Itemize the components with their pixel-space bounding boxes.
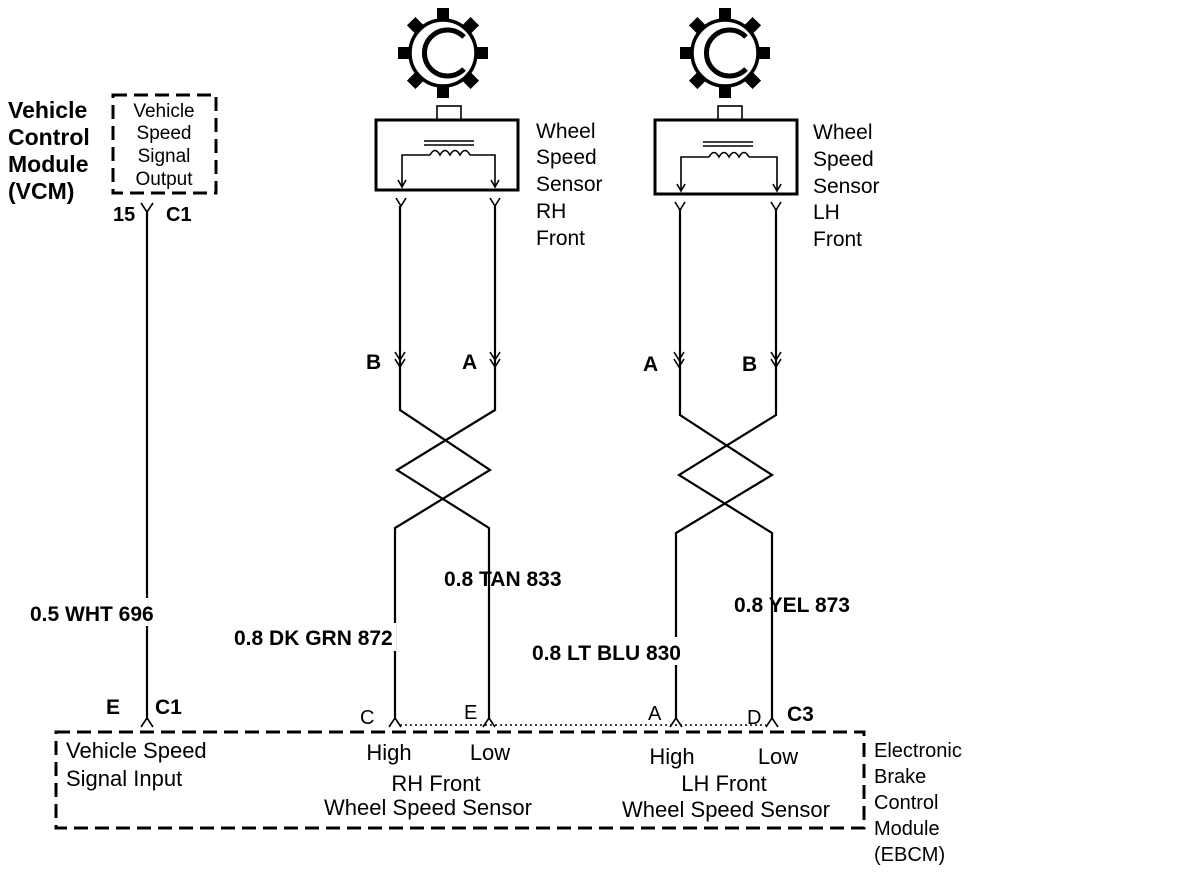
vcm-label-line-4: (VCM): [8, 178, 74, 204]
lh-sensor-label-4: LH: [813, 201, 840, 224]
wire-lh-low-873: [676, 210, 778, 718]
wire-rh-low-label: 0.8 TAN 833: [444, 568, 562, 591]
vcm-label-line-3: Module: [8, 151, 89, 177]
lh-sensor-label-5: Front: [813, 228, 862, 251]
ebcm-vss-input-line-1: Vehicle Speed: [66, 738, 207, 763]
rh-sensor-label-1: Wheel: [536, 120, 596, 143]
vcm-connector-id: C1: [166, 204, 192, 226]
vcm-label-line-1: Vehicle: [8, 97, 87, 123]
rh-connector-pin-a: A: [462, 351, 477, 374]
vcm-pin-number: 15: [113, 204, 135, 226]
ebcm-rh-low-pin: E: [464, 702, 477, 724]
rh-sensor-housing: [374, 118, 520, 192]
ebcm-lh-high-label: High: [649, 744, 694, 769]
vcm-output-line-4: Output: [135, 169, 193, 190]
ebcm-terminal-lh-high: [669, 716, 683, 728]
lh-coil-icon: [676, 141, 782, 193]
ebcm-module: E C1 C E A D C3 Vehicle Speed Signal Inp…: [54, 696, 962, 866]
vcm-module: Vehicle Control Module (VCM) Vehicle Spe…: [8, 93, 218, 226]
ebcm-rh-group-line-2: Wheel Speed Sensor: [324, 795, 532, 820]
vcm-label-line-2: Control: [8, 124, 90, 150]
ebcm-module-label-4: Module: [874, 818, 940, 840]
ebcm-terminal-lh-low: [765, 716, 779, 728]
wire-rh-low-833: [394, 206, 497, 718]
ebcm-lh-group-line-1: LH Front: [681, 771, 767, 796]
rh-connector-pin-b: B: [366, 351, 381, 374]
ebcm-vss-input-line-2: Signal Input: [66, 766, 182, 791]
ebcm-lh-group-line-2: Wheel Speed Sensor: [622, 797, 830, 822]
vcm-output-line-2: Speed: [137, 123, 192, 144]
wire-lh-high-label: 0.8 LT BLU 830: [532, 642, 681, 665]
ebcm-module-label-5: (EBCM): [874, 844, 945, 866]
ebcm-vss-pin: E: [106, 696, 120, 719]
wire-rh-high-872: [393, 206, 493, 718]
lh-wheel-speed-sensor: Wheel Speed Sensor LH Front A B: [643, 8, 880, 376]
rh-wheel-speed-sensor: Wheel Speed Sensor RH Front B A: [366, 8, 603, 374]
rh-sensor-label-5: Front: [536, 227, 585, 250]
ebcm-vss-connector: C1: [155, 696, 182, 719]
lh-connector-pin-b: B: [742, 353, 757, 376]
wire-lh-low-label: 0.8 YEL 873: [734, 594, 850, 617]
ebcm-rh-group-line-1: RH Front: [391, 771, 480, 796]
vcm-output-line-1: Vehicle: [133, 101, 194, 122]
rh-tone-ring-icon: [398, 8, 488, 98]
ebcm-module-label-1: Electronic: [874, 740, 962, 762]
lh-sensor-stub: [717, 105, 743, 121]
ebcm-terminal-vss: [140, 716, 154, 728]
ebcm-module-label-2: Brake: [874, 766, 926, 788]
ebcm-module-outline: [54, 730, 866, 830]
rh-sensor-label-2: Speed: [536, 146, 597, 169]
ebcm-lh-connector: C3: [787, 703, 814, 726]
lh-connector-pin-a: A: [643, 353, 658, 376]
wire-lh-high-830: [674, 210, 775, 718]
lh-tone-ring-icon: [680, 8, 770, 98]
rh-sensor-label-3: Sensor: [536, 173, 603, 196]
ebcm-rh-high-label: High: [366, 740, 411, 765]
ebcm-terminal-rh-low: [482, 716, 496, 728]
ebcm-lh-high-pin: A: [648, 703, 662, 725]
lh-sensor-housing: [653, 118, 799, 196]
lh-sensor-label-1: Wheel: [813, 121, 873, 144]
vcm-output-line-3: Signal: [138, 146, 191, 167]
wire-rh-high-label: 0.8 DK GRN 872: [234, 627, 393, 650]
ebcm-rh-low-label: Low: [470, 740, 510, 765]
vcm-terminal: [140, 202, 154, 214]
ebcm-lh-low-label: Low: [758, 744, 798, 769]
lh-sensor-label-3: Sensor: [813, 175, 880, 198]
rh-sensor-stub: [436, 105, 462, 121]
ebcm-module-label-3: Control: [874, 792, 938, 814]
rh-coil-icon: [397, 140, 500, 189]
ebcm-rh-high-pin: C: [360, 707, 374, 729]
wire-vss-label: 0.5 WHT 696: [30, 603, 154, 626]
vcm-output-box: [111, 93, 218, 195]
rh-sensor-label-4: RH: [536, 200, 566, 223]
ebcm-terminal-rh-high: [388, 716, 402, 728]
lh-sensor-label-2: Speed: [813, 148, 874, 171]
ebcm-lh-low-pin: D: [747, 707, 761, 729]
